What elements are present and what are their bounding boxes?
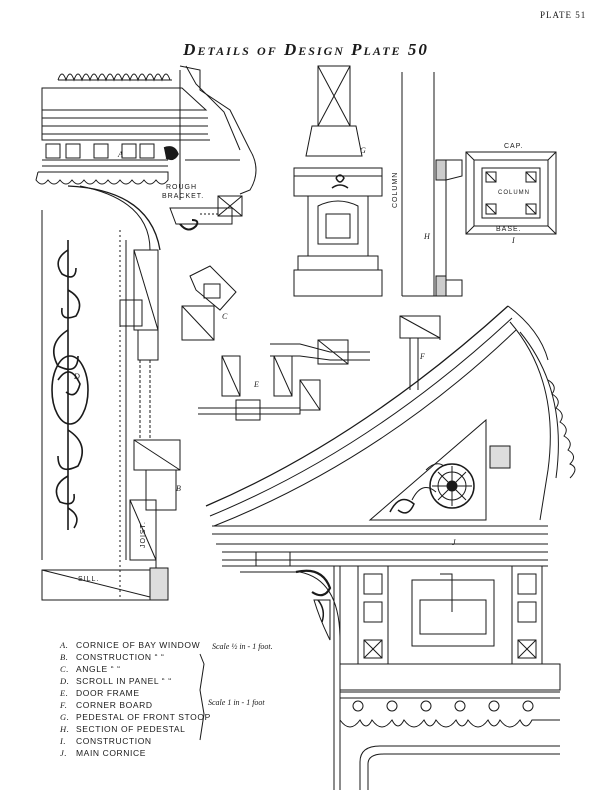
drawing-j-main-cornice xyxy=(205,305,576,790)
scale-others: Scale 1 in - 1 foot xyxy=(208,698,265,707)
drawing-c-angle xyxy=(181,265,237,341)
legend-row: G.PEDESTAL OF FRONT STOOP xyxy=(60,712,211,722)
cap-label: CAP. xyxy=(504,143,524,150)
drawing-b-construction xyxy=(41,210,181,601)
legend-brace xyxy=(199,653,205,741)
sill-label: SILL. xyxy=(78,576,100,583)
joist-label: JOIST. xyxy=(140,520,147,548)
label-i: I xyxy=(512,236,515,245)
label-f: F xyxy=(420,352,425,361)
label-g: G xyxy=(360,146,366,155)
legend-row: C.ANGLE “ “ xyxy=(60,664,121,674)
legend-row: D.SCROLL IN PANEL “ “ xyxy=(60,676,172,686)
drawing-i-column-construction xyxy=(465,151,557,235)
label-c: C xyxy=(222,312,228,321)
legend-row: A.CORNICE OF BAY WINDOW xyxy=(60,640,201,650)
scale-bay-window: Scale ½ in - 1 foot. xyxy=(212,642,273,651)
page-title: Details of Design Plate 50 xyxy=(183,40,429,59)
legend-row: E.DOOR FRAME xyxy=(60,688,140,698)
column-square-label: COLUMN xyxy=(498,190,531,196)
legend-row: H.SECTION OF PEDESTAL xyxy=(60,724,186,734)
column-label-vertical: COLUMN xyxy=(392,171,399,208)
legend-row: I.CONSTRUCTION xyxy=(60,736,152,746)
drawing-rough-bracket xyxy=(169,195,243,231)
label-d: D xyxy=(74,372,80,381)
legend-row: J.MAIN CORNICE xyxy=(60,748,147,758)
drawing-g-pedestal xyxy=(293,65,383,297)
label-a: A xyxy=(118,150,123,159)
drawing-e-door-frame xyxy=(198,339,370,421)
plate-number: PLATE 51 xyxy=(540,10,587,20)
rough-label: ROUGH xyxy=(166,184,198,191)
legend-row: F.CORNER BOARD xyxy=(60,700,153,710)
drawing-h-pedestal-section xyxy=(401,72,463,297)
bracket-label: BRACKET. xyxy=(162,193,205,200)
legend-row: B.CONSTRUCTION “ “ xyxy=(60,652,165,662)
base-label: BASE. xyxy=(496,226,522,233)
drawing-d-scroll-panel xyxy=(51,240,89,530)
label-b: B xyxy=(176,484,181,493)
label-j: J xyxy=(452,538,456,547)
drawing-a-bay-cornice xyxy=(35,65,257,251)
label-e: E xyxy=(254,380,259,389)
label-h: H xyxy=(424,232,430,241)
